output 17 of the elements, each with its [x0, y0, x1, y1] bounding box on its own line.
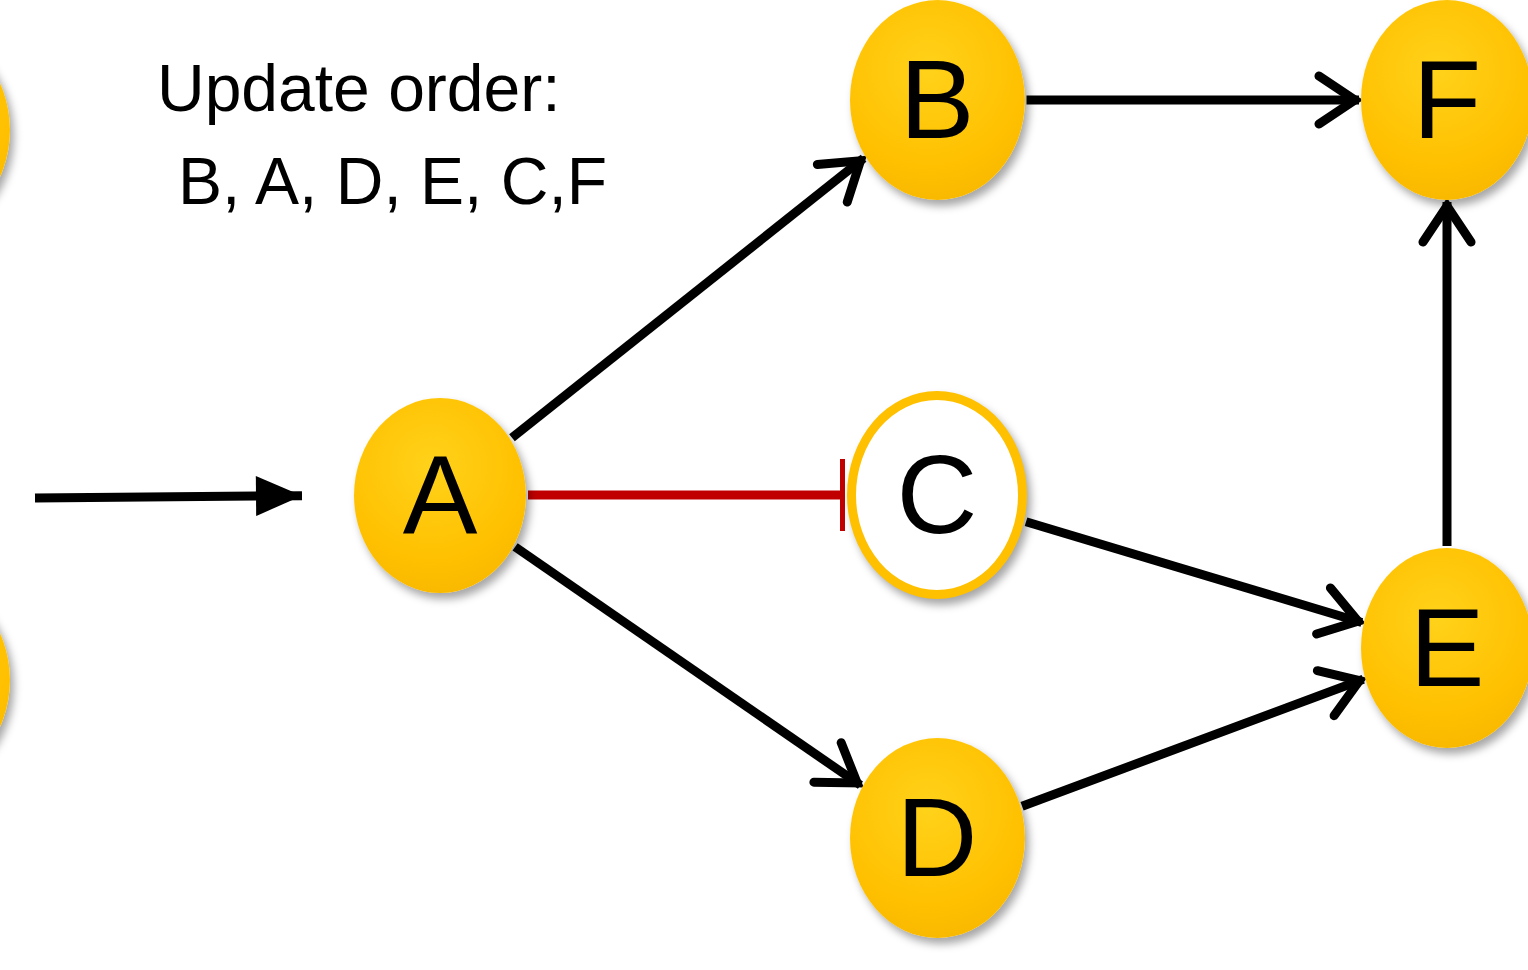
node-label: F [1412, 44, 1482, 156]
arrow [1418, 201, 1476, 546]
arrow [509, 154, 867, 442]
arrow [1024, 517, 1364, 639]
node-label: D [896, 782, 978, 894]
node-label: E [1409, 592, 1485, 704]
node-label: B [899, 44, 975, 156]
update-order-text: B, A, D, E, C,F [178, 148, 608, 214]
circle-node [849, 0, 1025, 200]
arrow [34, 476, 303, 517]
arrow [1020, 666, 1365, 811]
circle-node [1361, 0, 1528, 200]
arrow [1026, 71, 1360, 129]
node-label: A [402, 439, 478, 551]
arrow [512, 543, 863, 789]
inhibition-line [528, 459, 845, 531]
node-label: C [896, 439, 978, 551]
